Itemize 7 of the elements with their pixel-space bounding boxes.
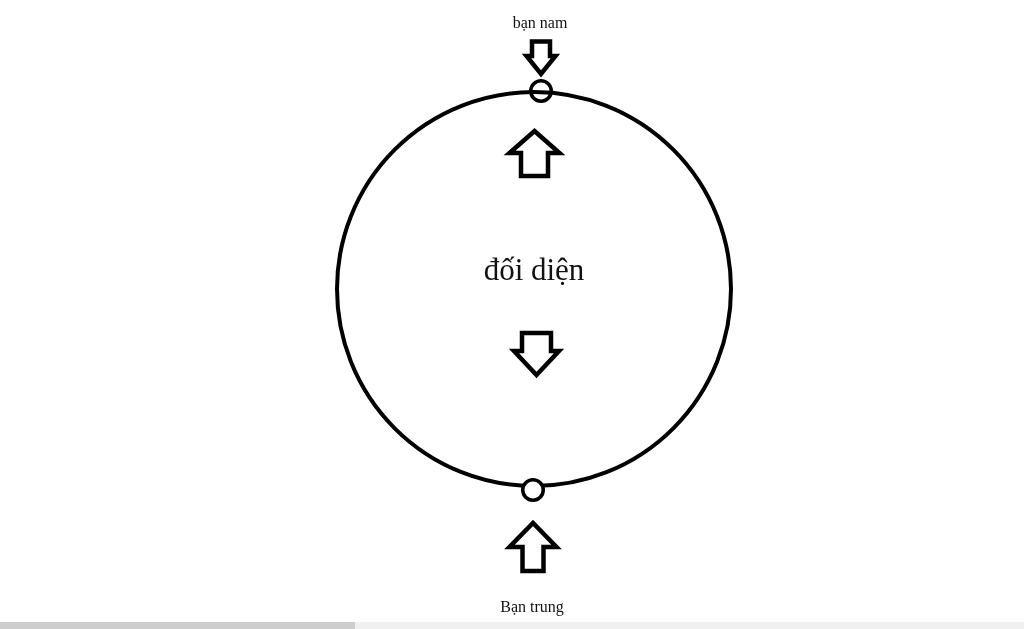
large-circle [335, 90, 733, 488]
block-arrow [504, 519, 562, 574]
person-label: Bạn trung [500, 598, 564, 617]
small-circle [521, 478, 545, 502]
block-arrow [521, 39, 561, 78]
center-label: đối diện [483, 252, 585, 288]
person-label: bạn nam [512, 14, 568, 33]
